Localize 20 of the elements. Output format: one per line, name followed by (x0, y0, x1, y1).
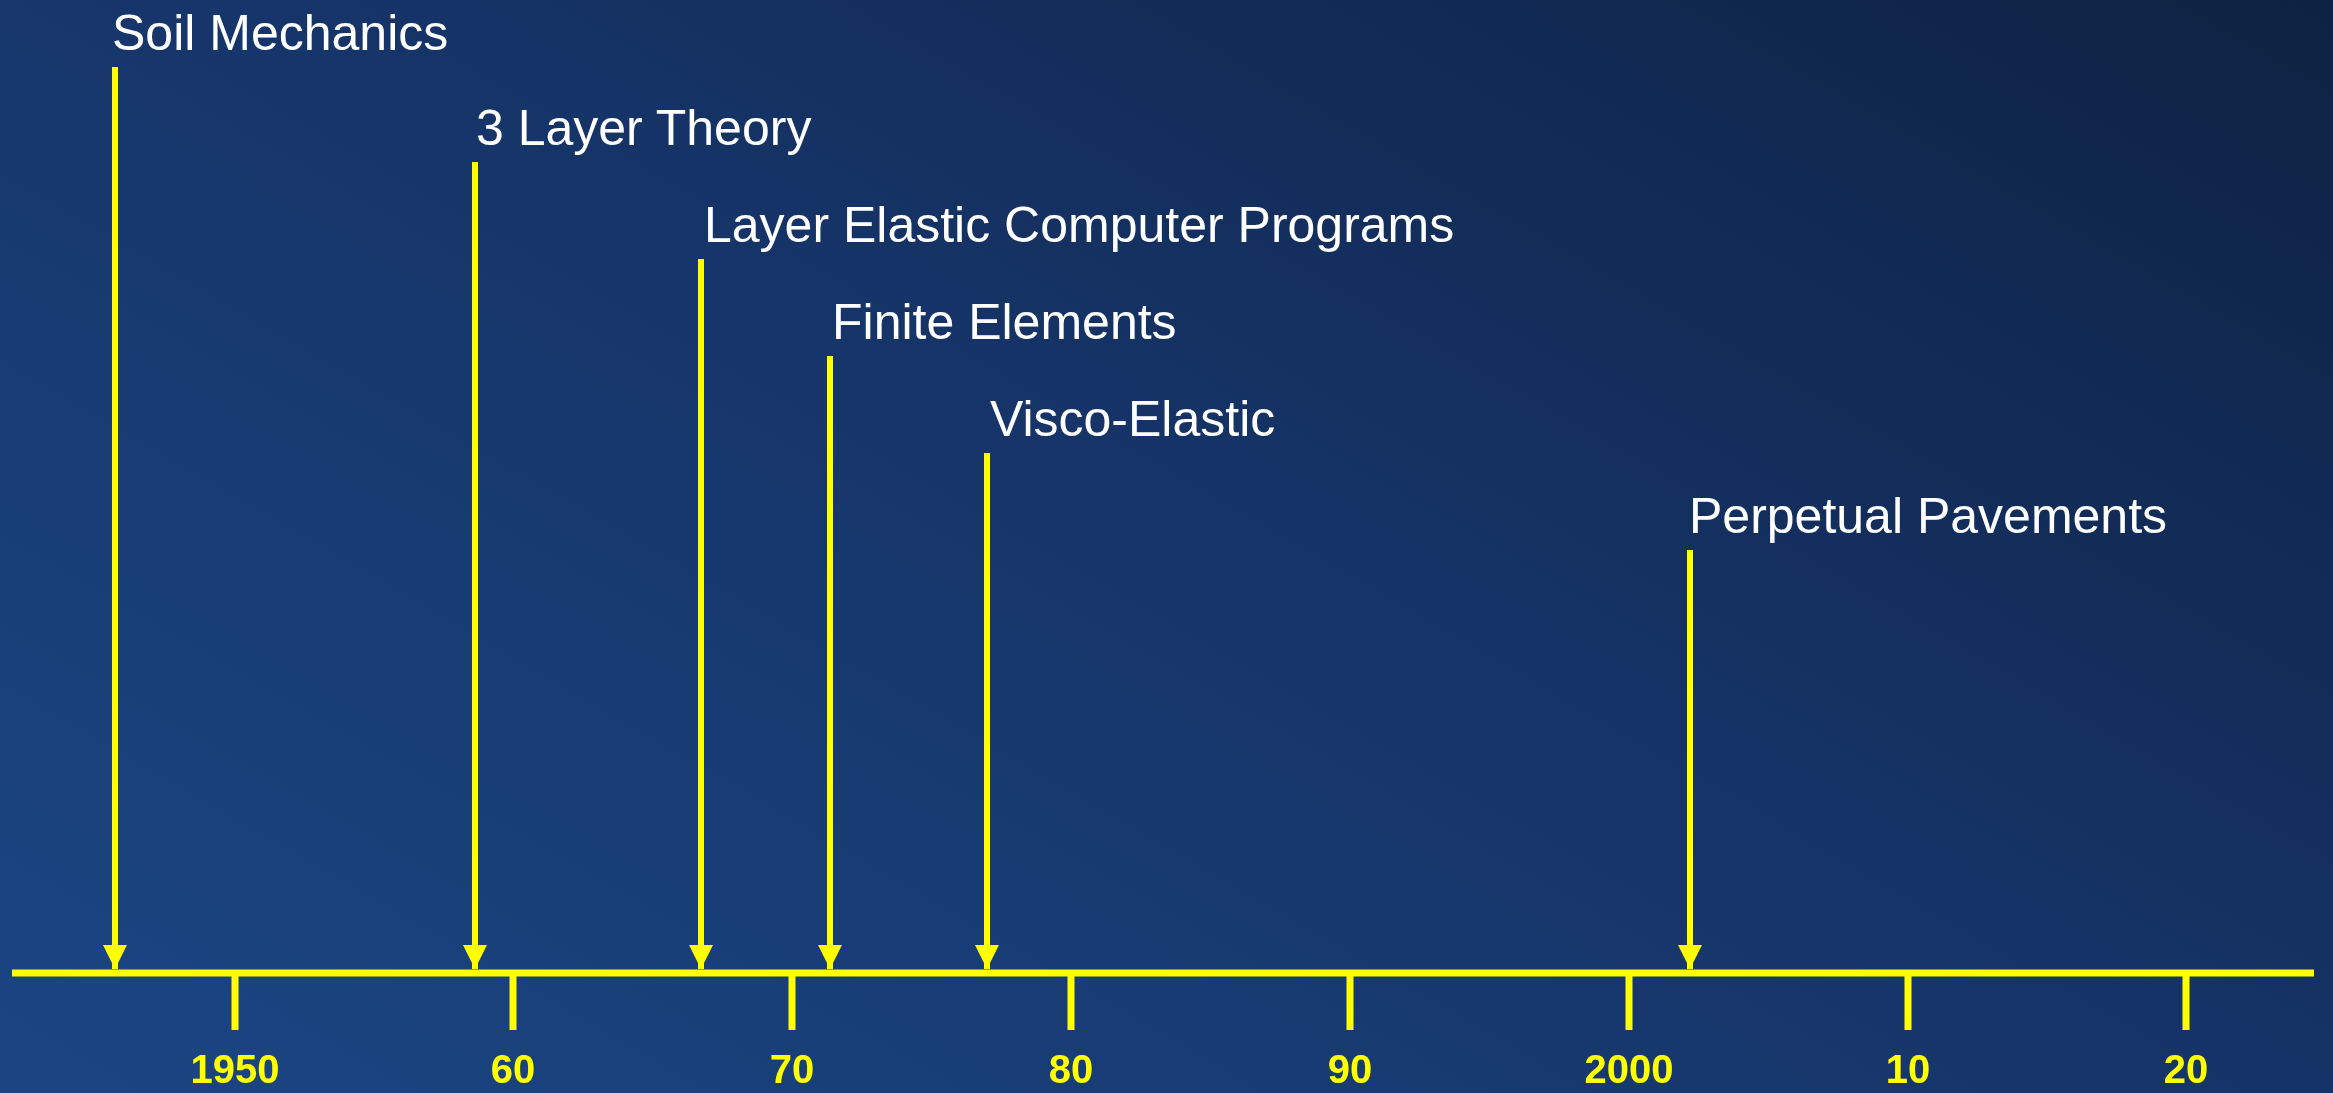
year-label: 1950 (190, 1046, 280, 1092)
milestone-label: Soil Mechanics (112, 3, 449, 63)
milestone-label: Perpetual Pavements (1689, 486, 2168, 546)
arrow (818, 356, 842, 969)
year-label: 60 (490, 1046, 536, 1092)
arrow (103, 67, 127, 969)
milestone-label: Visco-Elastic (990, 389, 1276, 449)
year-label: 70 (769, 1046, 815, 1092)
year-label: 20 (2163, 1046, 2209, 1092)
year-label: 80 (1048, 1046, 1094, 1092)
arrow (1678, 550, 1702, 969)
year-label: 2000 (1584, 1046, 1674, 1092)
milestone-label: Finite Elements (832, 292, 1177, 352)
milestone-label: 3 Layer Theory (476, 98, 812, 158)
year-label: 10 (1885, 1046, 1931, 1092)
arrow (975, 453, 999, 969)
milestone-label: Layer Elastic Computer Programs (704, 195, 1455, 255)
arrow (689, 259, 713, 969)
year-label: 90 (1327, 1046, 1373, 1092)
arrow (463, 162, 487, 969)
